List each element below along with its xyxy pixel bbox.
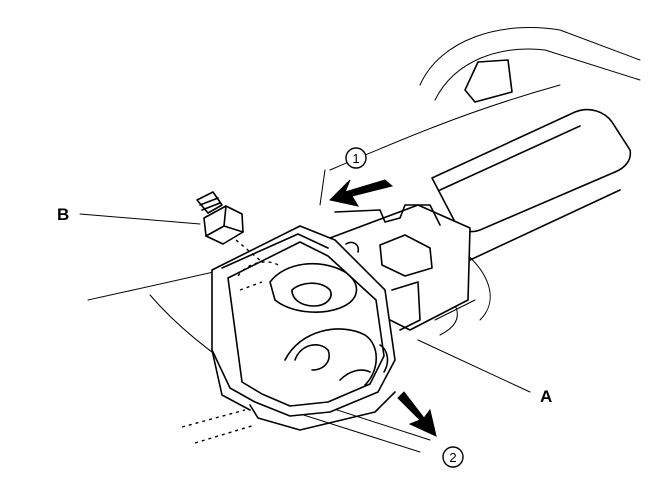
leader-line-b bbox=[79, 213, 201, 225]
step-2-number: 2 bbox=[449, 450, 456, 465]
direction-arrow-1 bbox=[328, 179, 394, 207]
step-2-marker: 2 bbox=[442, 446, 464, 468]
step-1-marker: 1 bbox=[345, 147, 367, 169]
direction-arrow-2 bbox=[397, 391, 437, 437]
leader-line-a bbox=[417, 339, 531, 393]
step-1-number: 1 bbox=[352, 151, 359, 166]
label-part-a: A bbox=[540, 387, 552, 406]
label-part-b: B bbox=[57, 205, 69, 224]
bolt-part-b bbox=[196, 191, 263, 263]
bracket-housing bbox=[211, 225, 396, 431]
release-lever bbox=[419, 108, 632, 336]
